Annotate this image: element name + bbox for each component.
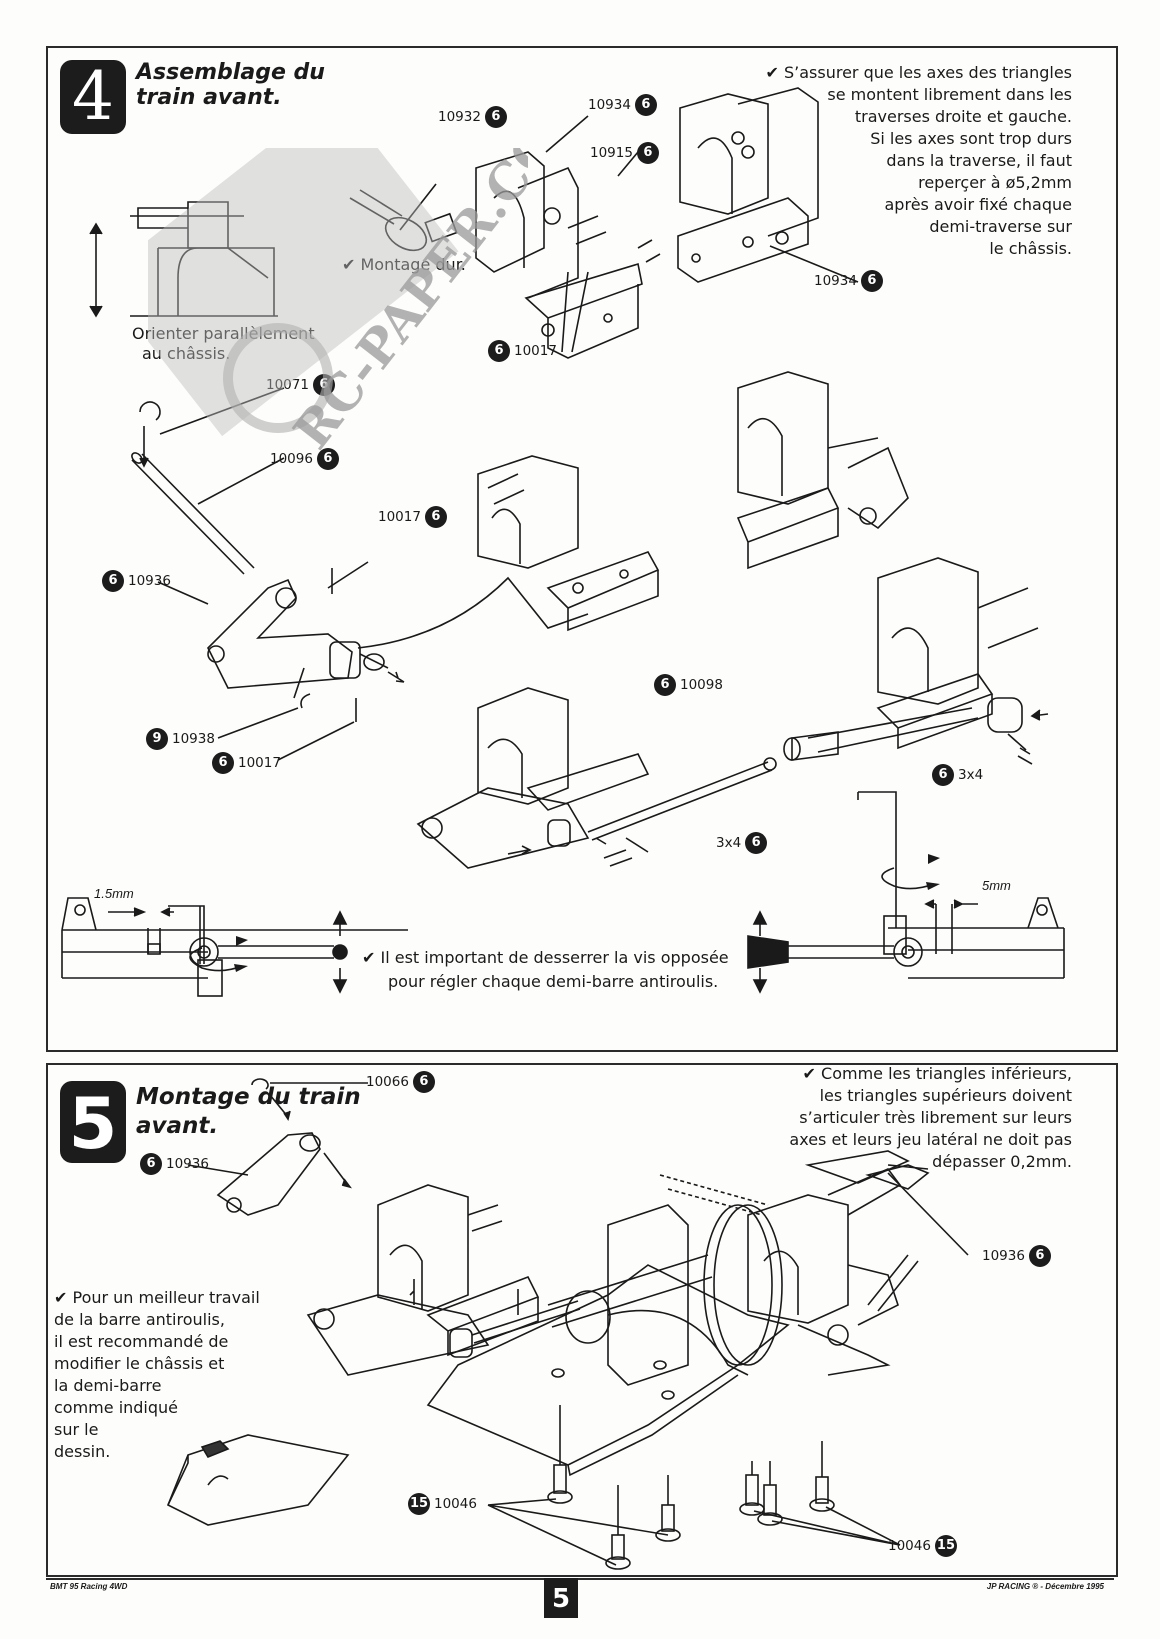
assembly-illustration <box>166 1078 969 1570</box>
quantity-badge: 6 <box>412 1071 435 1093</box>
quantity-badge: 6 <box>636 142 659 164</box>
quantity-badge: 6 <box>312 374 335 396</box>
pin-10096 <box>131 387 285 575</box>
upper-wishbone-left <box>187 1132 352 1216</box>
e-clip <box>251 1078 269 1090</box>
crossmember-middle <box>477 455 660 632</box>
screws-10046 <box>487 1405 901 1570</box>
antiroll-bar-assembly <box>416 687 777 869</box>
quantity-badge: 6 <box>1028 1245 1051 1267</box>
dimension-1-5mm: 1.5mm <box>94 886 134 901</box>
adjustment-diagram-left <box>61 897 408 997</box>
quantity-badge: 6 <box>634 94 657 116</box>
note-montage-dur: ✔ Montage dur. <box>342 255 466 274</box>
quantity-badge: 9 <box>146 728 168 750</box>
quantity-badge: 6 <box>745 832 768 854</box>
step-number-badge: 4 <box>60 60 126 134</box>
quantity-badge: 6 <box>102 570 124 592</box>
footer-publisher: JP RACING ® - Décembre 1995 <box>986 1582 1104 1591</box>
step-4-panel: 4 Assemblage du train avant. <box>46 46 1118 1052</box>
step-title: Montage du train avant. <box>136 1084 361 1139</box>
quantity-badge: 6 <box>654 674 676 696</box>
quantity-badge: 6 <box>932 764 954 786</box>
step-number-badge: 5 <box>60 1081 126 1165</box>
quantity-badge: 6 <box>860 270 883 292</box>
step-title: Assemblage du train avant. <box>136 60 325 110</box>
quantity-badge: 15 <box>934 1535 957 1557</box>
chassis-modification-detail <box>166 1434 350 1526</box>
axle-part-10932 <box>349 183 458 252</box>
assembly-illustration <box>61 87 1065 997</box>
antiroll-arm-assembly <box>783 557 1049 765</box>
quantity-badge: 15 <box>408 1493 430 1515</box>
crossmember-exploded <box>475 115 661 359</box>
quantity-badge: 6 <box>488 340 510 362</box>
adjustment-diagram-right <box>747 791 1065 994</box>
quantity-badge: 6 <box>424 506 447 528</box>
front-assembly-right <box>747 1150 929 1376</box>
upper-wishbone-right <box>865 1164 969 1256</box>
wishbone-10936 <box>157 561 589 761</box>
quantity-badge: 6 <box>140 1153 162 1175</box>
differential-assembly <box>547 1174 783 1386</box>
crossmember-with-wishbones <box>736 371 909 570</box>
orientation-diagram <box>89 201 278 318</box>
front-assembly-left <box>306 1184 581 1376</box>
crossmember-assembled-top <box>677 87 859 283</box>
footer-model-name: BMT 95 Racing 4WD <box>50 1582 128 1591</box>
page-number: 5 <box>544 1578 578 1618</box>
footer-rule <box>46 1578 1114 1580</box>
quantity-badge: 6 <box>212 752 234 774</box>
note-wishbone-play: ✔ Comme les triangles inférieurs,les tri… <box>789 1064 1072 1171</box>
step-5-panel: 5 Montage du train avant. <box>46 1063 1118 1577</box>
dimension-5mm: 5mm <box>982 878 1011 893</box>
note-antiroll-adjust: ✔ Il est important de desserrer la vis o… <box>362 948 729 991</box>
quantity-badge: 6 <box>484 106 507 128</box>
quantity-badge: 6 <box>316 448 339 470</box>
